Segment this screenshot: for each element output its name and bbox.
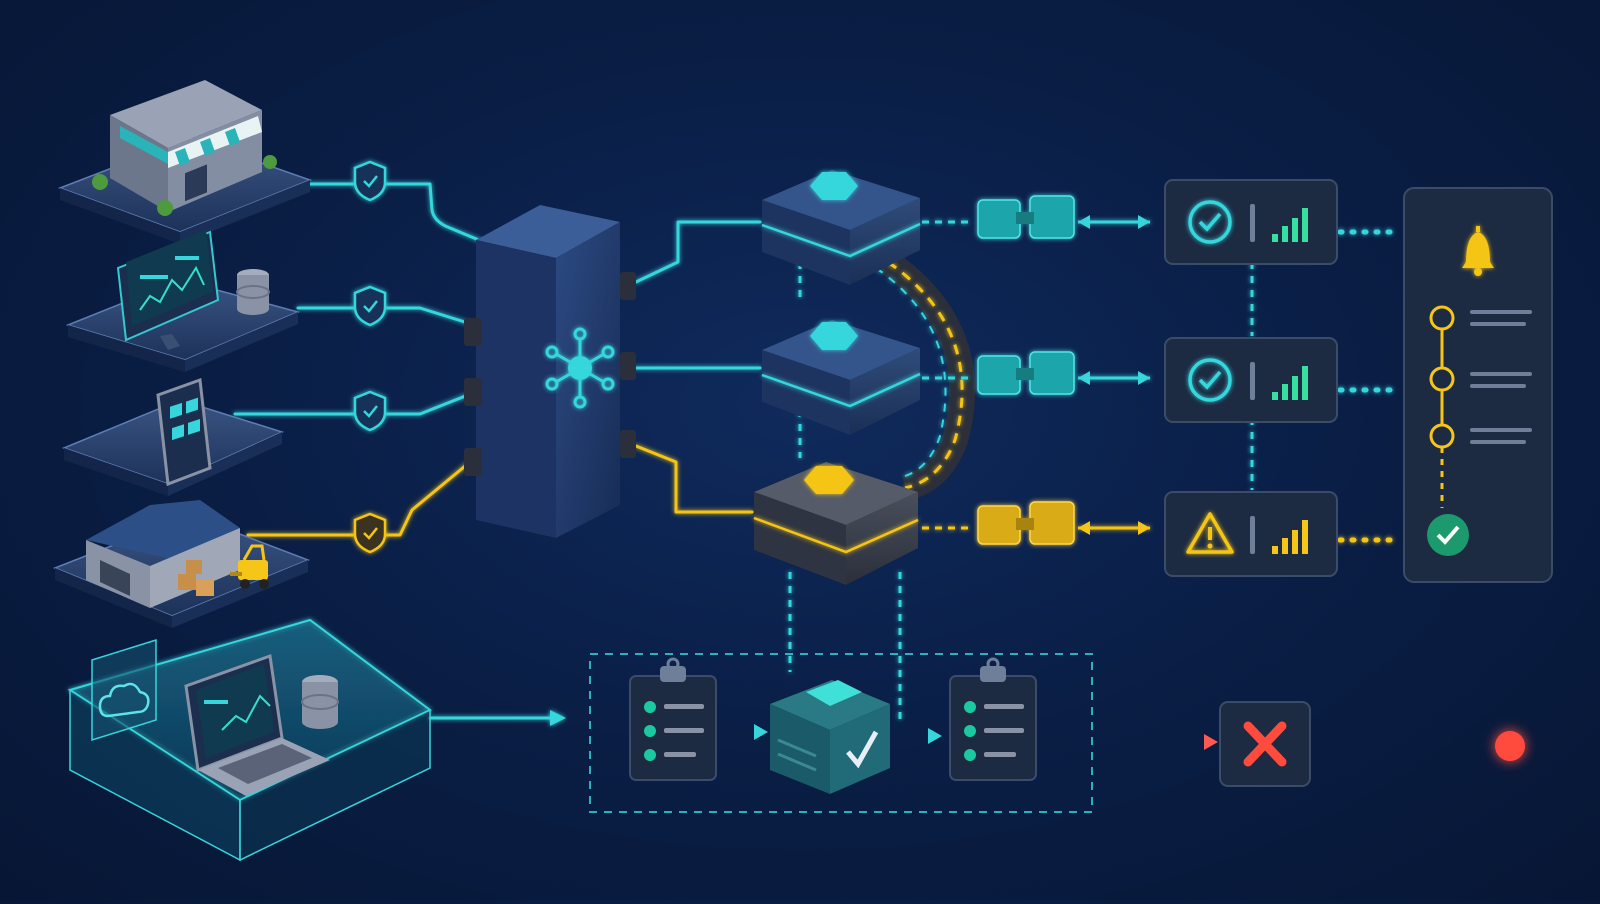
check-icon — [1427, 514, 1469, 556]
link-store-hub — [305, 184, 486, 243]
checklist-icon — [630, 659, 716, 780]
validation-box-icon — [770, 680, 890, 794]
connector-pair-2 — [978, 352, 1074, 394]
shield-badges — [355, 162, 385, 552]
source-analytics-desktop — [68, 230, 298, 372]
connector-pair-3 — [978, 502, 1074, 544]
smartphone-icon — [158, 380, 210, 484]
source-retail-store — [60, 80, 310, 244]
link-hub-proc3 — [636, 446, 752, 512]
source-cloud-laptop — [70, 620, 430, 860]
central-hub[interactable] — [464, 205, 636, 538]
alert-panel[interactable] — [1404, 188, 1552, 582]
source-mobile-app — [64, 380, 282, 496]
processor-3[interactable] — [754, 462, 918, 585]
error-x-icon — [1220, 702, 1310, 786]
arrowhead-cloud — [550, 710, 566, 726]
database-icon — [237, 269, 269, 315]
monitor-2[interactable] — [1165, 338, 1337, 422]
link-hub-proc1 — [636, 222, 760, 282]
endpoint-dot-icon — [1495, 731, 1525, 761]
connector-pair-1 — [978, 196, 1074, 238]
monitor-3[interactable] — [1165, 492, 1337, 576]
monitor-1[interactable] — [1165, 180, 1337, 264]
checklist-icon — [950, 659, 1036, 780]
processor-2[interactable] — [762, 320, 920, 435]
database-icon — [302, 675, 338, 729]
arrowheads — [1078, 215, 1150, 535]
shield-check-warning-icon — [355, 514, 385, 552]
link-mobile-hub — [235, 395, 468, 414]
shield-check-icon — [355, 162, 385, 200]
source-warehouse — [55, 500, 308, 628]
shield-check-icon — [355, 392, 385, 430]
shield-check-icon — [355, 287, 385, 325]
batch-lane — [590, 654, 1525, 812]
